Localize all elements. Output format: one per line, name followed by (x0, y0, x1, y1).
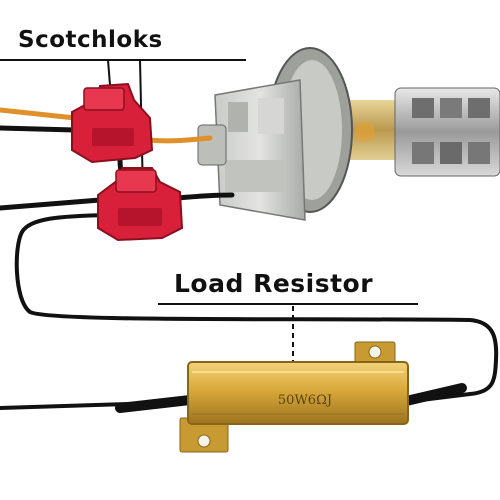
scotchlok-top (71, 82, 154, 164)
resistor-marking: 50W6ΩJ (278, 393, 332, 408)
load-resistor-label: Load Resistor (174, 269, 374, 298)
load-resistor: 50W6ΩJ (115, 341, 467, 453)
scotchloks-label: Scotchloks (18, 27, 163, 53)
scotchlok-bottom (97, 167, 184, 242)
bulb-socket (197, 47, 353, 221)
led-bulb (335, 87, 500, 177)
